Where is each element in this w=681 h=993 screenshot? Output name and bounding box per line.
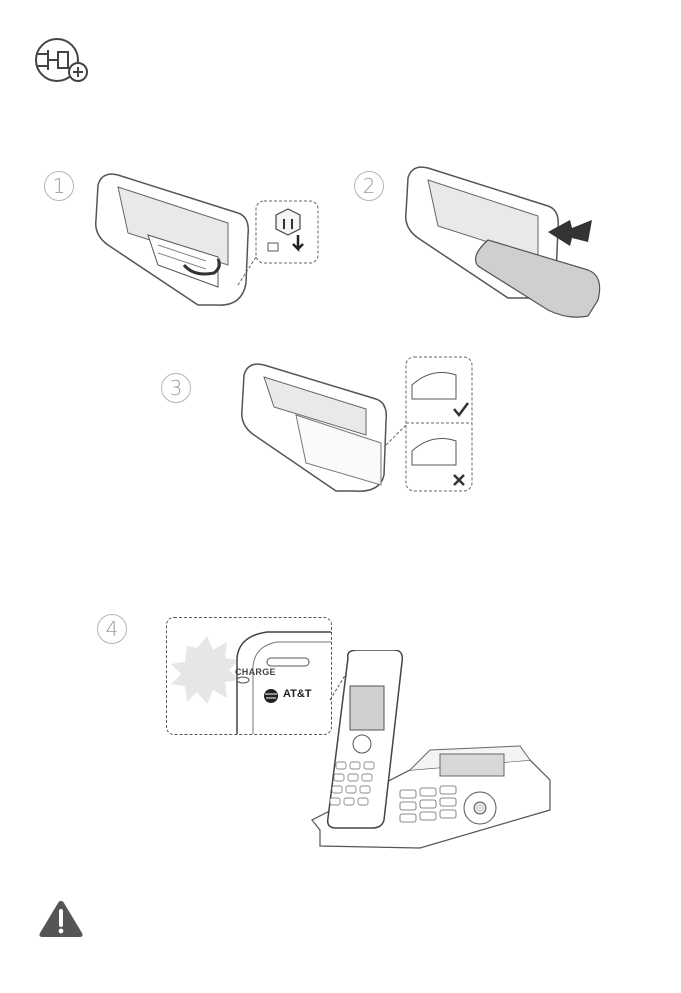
step-2-illustration-cover-slide [398, 160, 633, 320]
battery-connector-plus-icon [34, 38, 94, 88]
step-4-number: 4 [97, 614, 127, 644]
warning-icon [38, 899, 84, 939]
step-1-illustration-handset-connect [88, 165, 323, 315]
step-3-number: 3 [161, 373, 191, 403]
step-3-illustration-cover-check [236, 355, 476, 495]
step-2-number: 2 [354, 171, 384, 201]
charge-label: CHARGE [235, 667, 276, 677]
step-1-number: 1 [44, 171, 74, 201]
step-4-illustration-phone-base [300, 650, 560, 850]
